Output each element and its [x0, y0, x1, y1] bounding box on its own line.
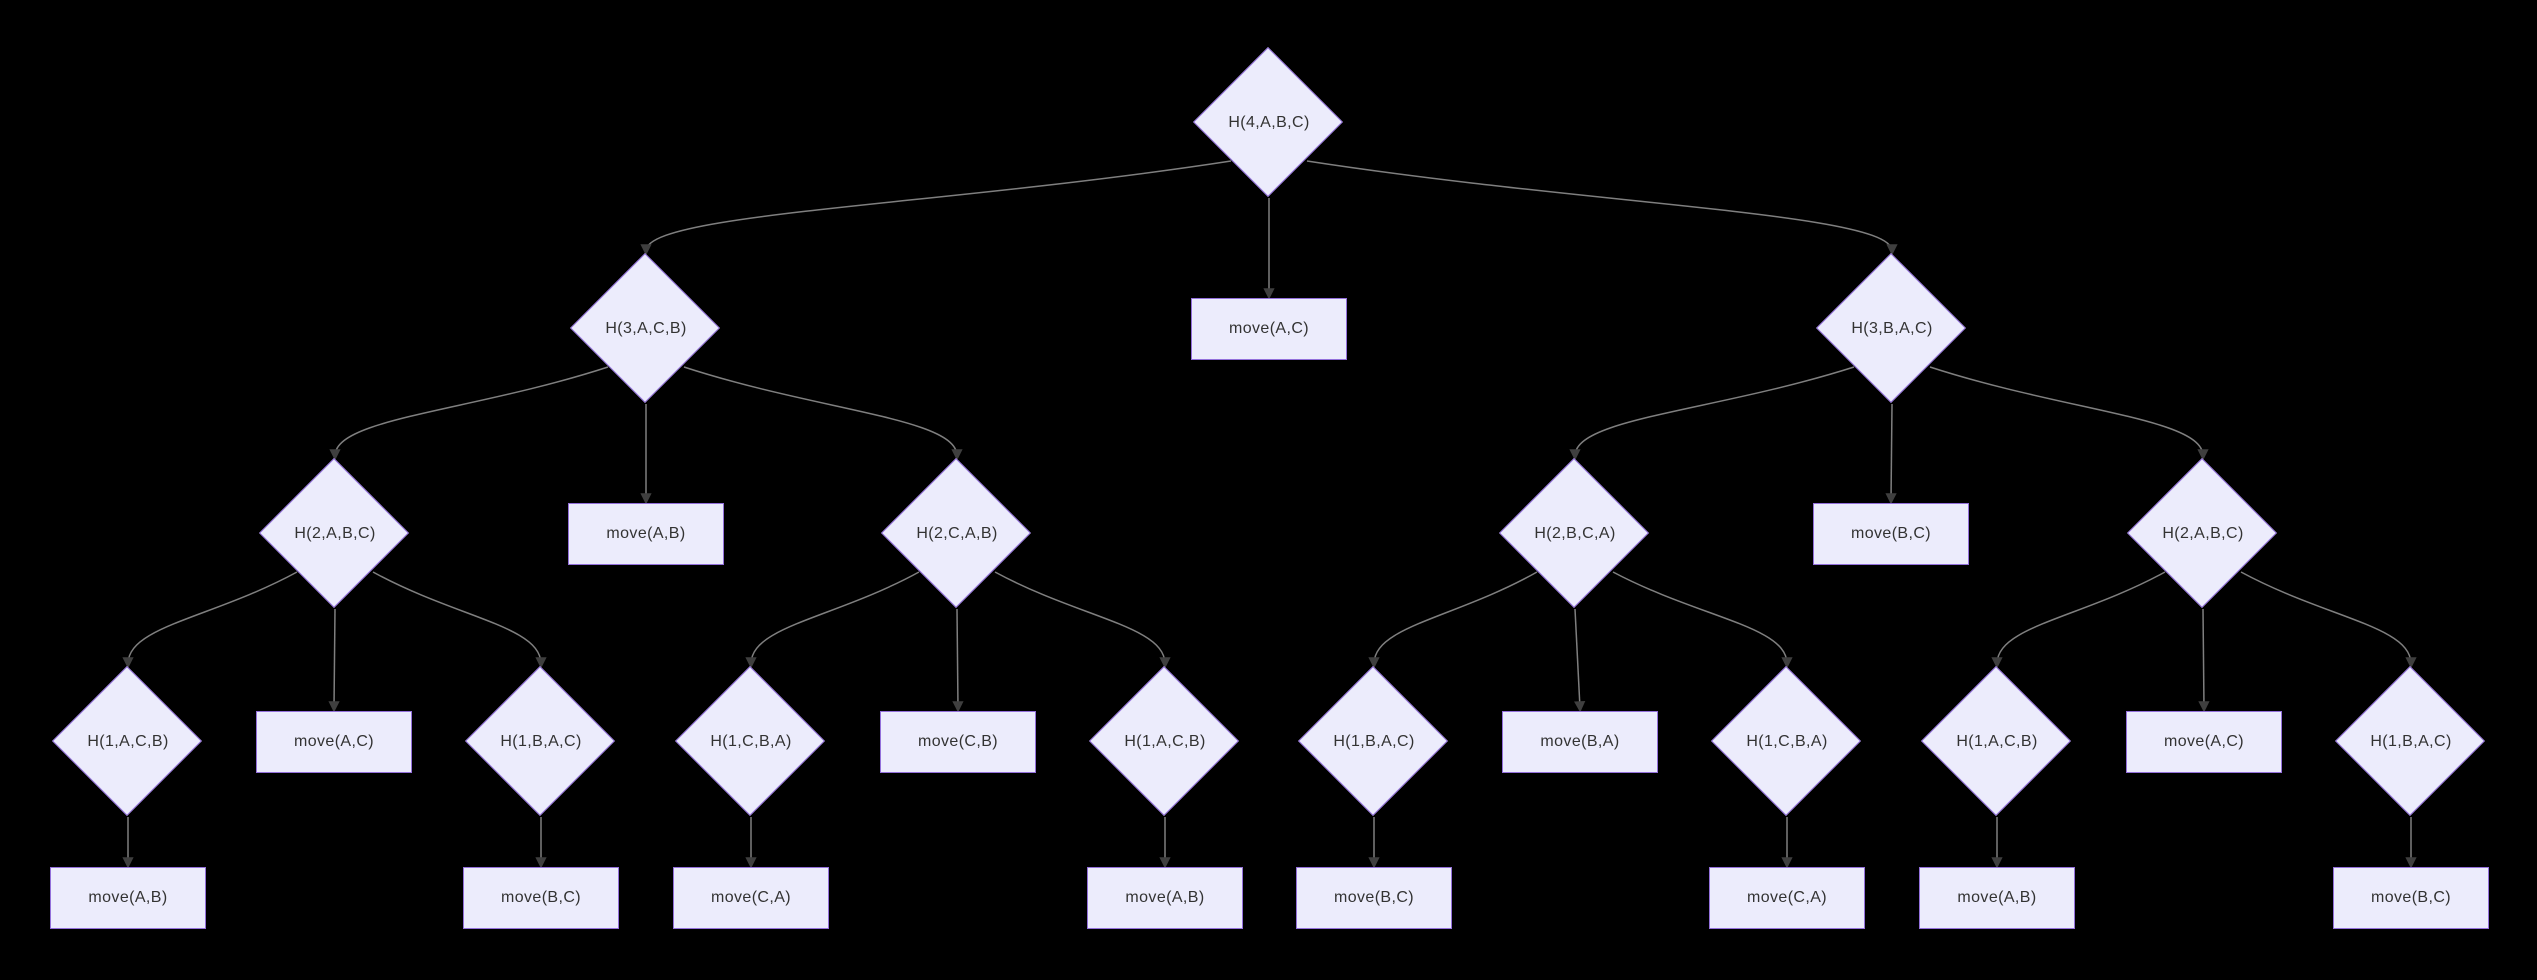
tree-edge	[1885, 403, 1897, 505]
hanoi-call-node: H(2,C,A,B)	[881, 458, 1032, 609]
move-step-node: move(B,C)	[463, 867, 619, 929]
tree-edge	[994, 571, 1171, 669]
tree-edge	[683, 366, 963, 461]
tree-edge	[2240, 571, 2417, 669]
node-label: move(B,C)	[1333, 889, 1415, 906]
node-label: move(A,B)	[88, 889, 168, 906]
tree-edge	[952, 608, 964, 713]
move-step-node: move(A,C)	[2126, 711, 2282, 773]
tree-edge	[329, 366, 609, 461]
node-label: move(B,A)	[1540, 733, 1620, 750]
node-label: H(2,C,A,B)	[916, 525, 998, 542]
tree-edge	[122, 571, 298, 669]
hanoi-call-node: H(3,B,A,C)	[1816, 253, 1967, 404]
tree-edge	[1306, 160, 1898, 256]
tree-edge	[1929, 366, 2209, 461]
tree-edge	[372, 571, 547, 669]
move-step-node: move(A,B)	[1919, 867, 2075, 929]
hanoi-call-node: H(1,A,C,B)	[1089, 666, 1240, 817]
move-step-node: move(B,C)	[1296, 867, 1452, 929]
hanoi-call-node: H(3,A,C,B)	[570, 253, 721, 404]
node-label: H(2,A,B,C)	[2162, 525, 2244, 542]
node-label: H(1,B,A,C)	[1333, 733, 1415, 750]
hanoi-call-node: H(1,C,B,A)	[1711, 666, 1862, 817]
hanoi-call-node: H(2,B,C,A)	[1499, 458, 1650, 609]
node-label: move(C,B)	[917, 733, 999, 750]
node-label: move(B,C)	[1850, 525, 1932, 542]
node-label: move(A,B)	[1125, 889, 1205, 906]
node-label: H(1,B,A,C)	[2370, 733, 2452, 750]
hanoi-call-node: H(2,A,B,C)	[259, 458, 410, 609]
tree-edge	[1991, 571, 2166, 669]
node-label: H(3,B,A,C)	[1851, 320, 1933, 337]
hanoi-call-node: H(1,C,B,A)	[675, 666, 826, 817]
move-step-node: move(B,C)	[2333, 867, 2489, 929]
move-step-node: move(A,B)	[1087, 867, 1243, 929]
node-label: H(1,C,B,A)	[710, 733, 792, 750]
node-label: move(C,A)	[710, 889, 792, 906]
node-label: H(1,B,A,C)	[500, 733, 582, 750]
node-label: move(A,C)	[293, 733, 375, 750]
hanoi-call-node: H(1,B,A,C)	[465, 666, 616, 817]
move-step-node: move(A,B)	[568, 503, 724, 565]
hanoi-call-node: H(1,B,A,C)	[1298, 666, 1449, 817]
node-label: H(1,A,C,B)	[1956, 733, 2038, 750]
node-label: move(A,B)	[1957, 889, 2037, 906]
node-label: H(1,A,C,B)	[1124, 733, 1206, 750]
node-label: H(1,A,C,B)	[87, 733, 169, 750]
move-step-node: move(A,C)	[1191, 298, 1347, 360]
move-step-node: move(C,A)	[1709, 867, 1865, 929]
move-step-node: move(B,A)	[1502, 711, 1658, 773]
move-step-node: move(A,B)	[50, 867, 206, 929]
node-label: H(1,C,B,A)	[1746, 733, 1828, 750]
tree-edge	[2198, 608, 2210, 713]
node-label: H(4,A,B,C)	[1228, 114, 1310, 131]
node-label: move(B,C)	[2370, 889, 2452, 906]
tree-edge	[1569, 366, 1855, 461]
node-label: H(3,A,C,B)	[605, 320, 687, 337]
node-label: move(A,C)	[1228, 320, 1310, 337]
node-label: move(A,B)	[606, 525, 686, 542]
hanoi-call-node: H(1,A,C,B)	[1921, 666, 2072, 817]
hanoi-call-node: H(2,A,B,C)	[2127, 458, 2278, 609]
node-label: move(A,C)	[2163, 733, 2245, 750]
move-step-node: move(B,C)	[1813, 503, 1969, 565]
node-label: move(C,A)	[1746, 889, 1828, 906]
tree-edge	[1574, 608, 1586, 713]
hanoi-call-node: H(1,A,C,B)	[52, 666, 203, 817]
hanoi-call-node: H(4,A,B,C)	[1193, 47, 1344, 198]
move-step-node: move(A,C)	[256, 711, 412, 773]
tree-edge	[1612, 571, 1793, 669]
hanoi-call-node: H(1,B,A,C)	[2335, 666, 2486, 817]
move-step-node: move(C,B)	[880, 711, 1036, 773]
tree-edge	[1368, 571, 1538, 669]
tree-edge	[640, 160, 1232, 256]
tree-edge	[328, 608, 340, 713]
move-step-node: move(C,A)	[673, 867, 829, 929]
tree-edge	[745, 571, 920, 669]
node-label: H(2,B,C,A)	[1534, 525, 1616, 542]
node-label: move(B,C)	[500, 889, 582, 906]
node-label: H(2,A,B,C)	[294, 525, 376, 542]
